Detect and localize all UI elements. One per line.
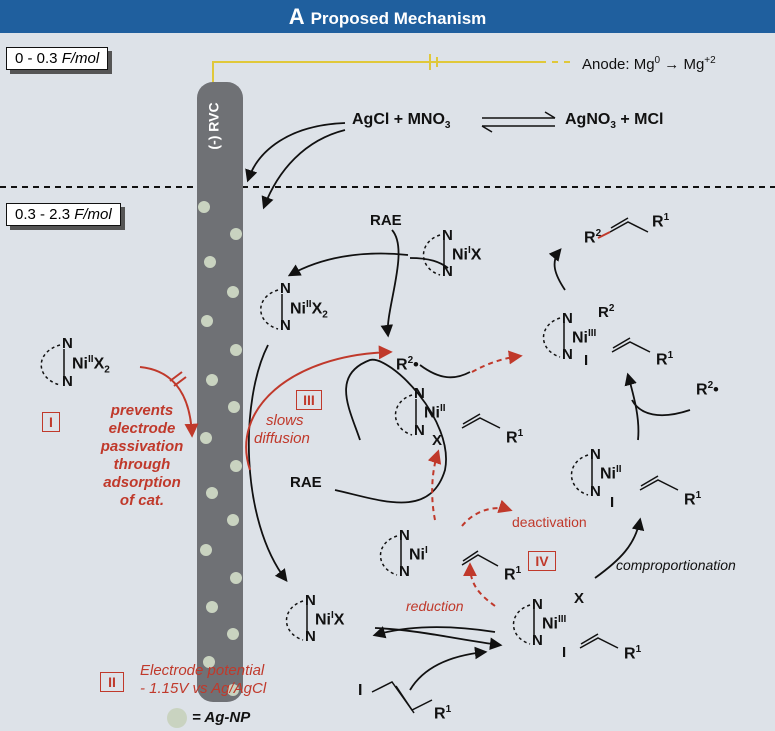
equation-right: AgNO3 + MCl — [565, 111, 664, 132]
deactivation-label: deactivation — [512, 514, 587, 530]
electrode-label: (-) RVC — [205, 102, 222, 150]
annotation-iii-line1: slows — [266, 412, 304, 429]
n-label: N — [305, 592, 316, 609]
phase2-range: 0.3 - 2.3 — [15, 206, 71, 223]
ni-iii-bottom-r1: R1 — [624, 644, 642, 663]
ni-iii-top-r1: R1 — [656, 350, 674, 369]
n-label: N — [562, 346, 573, 363]
comproportionation-label: comproportionation — [616, 557, 736, 573]
alkene-product-r1: R1 — [652, 212, 670, 231]
ligand-sketches — [40, 217, 679, 714]
annotation-ii-badge: II — [100, 672, 124, 692]
panel-letter: A — [288, 4, 305, 29]
phase2-unit: F/mol — [74, 206, 112, 223]
anode-label: Anode: Mg0 → Mg+2 — [582, 55, 716, 73]
n-label: N — [442, 227, 453, 244]
ag-np-legend: = Ag-NP — [192, 709, 251, 726]
phase1-box: 0 - 0.3 F/mol — [6, 47, 109, 70]
n-label: N — [62, 373, 73, 390]
n-label: N — [399, 563, 410, 580]
n-label: N — [590, 446, 601, 463]
ni-ii-right-r1: R1 — [684, 490, 702, 509]
ni-ii-center: NiII — [424, 403, 446, 422]
ni-ii-x2-top: NiIIX2 — [290, 299, 328, 321]
n-label: N — [305, 628, 316, 645]
ni-iii-bottom-x: X — [574, 590, 585, 607]
annotation-iv-badge: IV — [528, 551, 556, 571]
rae-top: RAE — [370, 212, 402, 229]
n-label: N — [280, 280, 291, 297]
n-label: N — [62, 335, 73, 352]
phase1-unit: F/mol — [61, 50, 100, 67]
ni-ii-x2-free: NiIIX2 — [72, 354, 110, 376]
reduction-label: reduction — [406, 598, 464, 614]
n-label: N — [562, 310, 573, 327]
r2-radical-center: R2• — [396, 355, 419, 374]
annotation-iii-badge: III — [296, 390, 322, 410]
ni-ii-center-r1: R1 — [506, 428, 524, 447]
n-label: N — [280, 317, 291, 334]
ni-iii-top: NiIII — [572, 328, 597, 347]
ni-iii-bottom-i: I — [562, 644, 567, 661]
annotation-ii-line1: Electrode potential — [140, 662, 265, 679]
ag-nanoparticles — [198, 201, 242, 696]
vinyl-iodide-i: I — [358, 682, 363, 699]
n-label: N — [414, 422, 425, 439]
ni-ii-right-i: I — [610, 494, 615, 511]
vinyl-iodide-r1: R1 — [434, 704, 452, 723]
n-label: N — [590, 483, 601, 500]
n-label: N — [442, 263, 453, 280]
ni-i-x-top: NiIX — [452, 245, 482, 264]
rvc-electrode — [197, 82, 243, 702]
alkene-product-r2: R2 — [584, 228, 602, 247]
annotation-ii-line2: - 1.15V vs Ag/AgCl — [140, 680, 267, 697]
rae-lower: RAE — [290, 474, 322, 491]
equation-left: AgCl + MNO3 — [352, 111, 451, 132]
slows-diffusion-arrow — [245, 345, 393, 471]
ni-iii-bottom: NiIII — [542, 614, 567, 633]
n-label: N — [532, 596, 543, 613]
n-label: N — [532, 632, 543, 649]
phase1-range: 0 - 0.3 — [15, 50, 58, 67]
ni-ii-center-x: X — [432, 432, 443, 449]
annotation-i-text: prevents electrode passivation through a… — [100, 402, 184, 509]
annotation-i-badge: I — [42, 412, 60, 432]
ag-np-legend-dot — [167, 708, 187, 728]
ni-i-x-bottom: NiIX — [315, 610, 345, 629]
header-bar: A Proposed Mechanism — [0, 0, 775, 33]
ni-i-center: NiI — [409, 545, 428, 564]
n-label: N — [414, 385, 425, 402]
panel-title: Proposed Mechanism — [310, 9, 487, 28]
ni-iii-top-r2: R2 — [598, 303, 615, 321]
ni-iii-top-i: I — [584, 352, 589, 369]
phase2-box: 0.3 - 2.3 F/mol — [6, 203, 121, 226]
annotation-iii-line2: diffusion — [254, 430, 310, 447]
circuit-wire — [212, 61, 540, 85]
ni-i-center-r1: R1 — [504, 565, 522, 584]
ni-ii-right: NiII — [600, 464, 622, 483]
r2-radical-right: R2• — [696, 380, 719, 399]
n-label: N — [399, 527, 410, 544]
